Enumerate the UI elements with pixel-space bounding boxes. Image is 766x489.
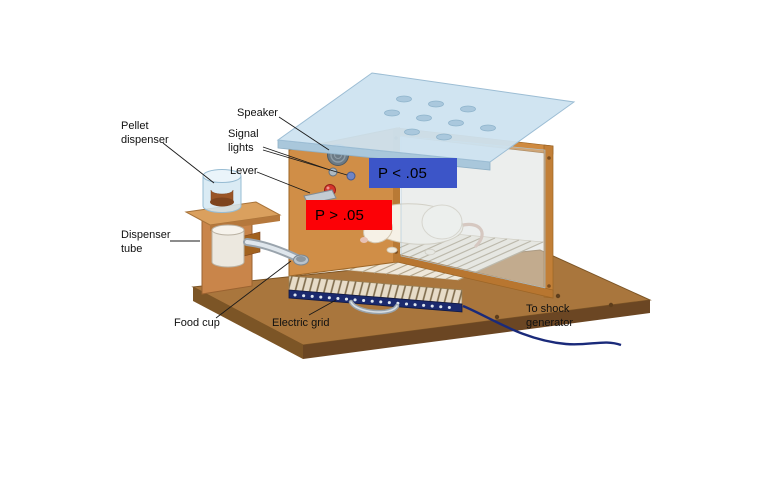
- base-screw: [555, 293, 561, 299]
- grid-rail: [288, 289, 463, 313]
- leader-food-cup: [215, 260, 292, 319]
- pvalue-overlay-not-significant: P > .05: [306, 200, 392, 230]
- base-screw: [608, 302, 614, 308]
- leader-electric-grid: [308, 299, 337, 316]
- label-dispenser-tube: Dispenser tube: [121, 229, 171, 256]
- label-pellet-dispenser: Pellet dispenser: [121, 120, 169, 147]
- leader-lines: [162, 116, 348, 319]
- pellet-dispenser-assembly: [184, 169, 282, 295]
- chamber-lid: [276, 72, 576, 171]
- label-lever: Lever: [230, 165, 258, 177]
- leader-speaker: [278, 116, 330, 151]
- dispenser-cylinder: [211, 230, 245, 268]
- lid-air-holes: [384, 95, 496, 141]
- electric-grid-band: [288, 275, 463, 315]
- label-signal-lights: Signal lights: [228, 128, 259, 155]
- grid-rail-pins: [293, 293, 458, 310]
- feeder-tube: [243, 238, 309, 266]
- leader-signal-light-2: [262, 149, 348, 176]
- base-screw: [494, 314, 500, 320]
- pvalue-overlay-significant: P < .05: [369, 158, 457, 188]
- leader-pellet-dispenser: [162, 142, 215, 184]
- pellet-jar-rim: [202, 169, 242, 183]
- signal-light-right: [346, 171, 356, 181]
- leader-lever: [256, 171, 311, 194]
- rat-nose: [360, 237, 368, 243]
- label-speaker: Speaker: [237, 107, 278, 119]
- label-food-cup: Food cup: [174, 317, 220, 329]
- label-to-shock-generator: To shock generator: [526, 303, 574, 330]
- rat-tail: [458, 222, 484, 248]
- label-electric-grid: Electric grid: [272, 317, 330, 329]
- shock-wire: [462, 304, 622, 347]
